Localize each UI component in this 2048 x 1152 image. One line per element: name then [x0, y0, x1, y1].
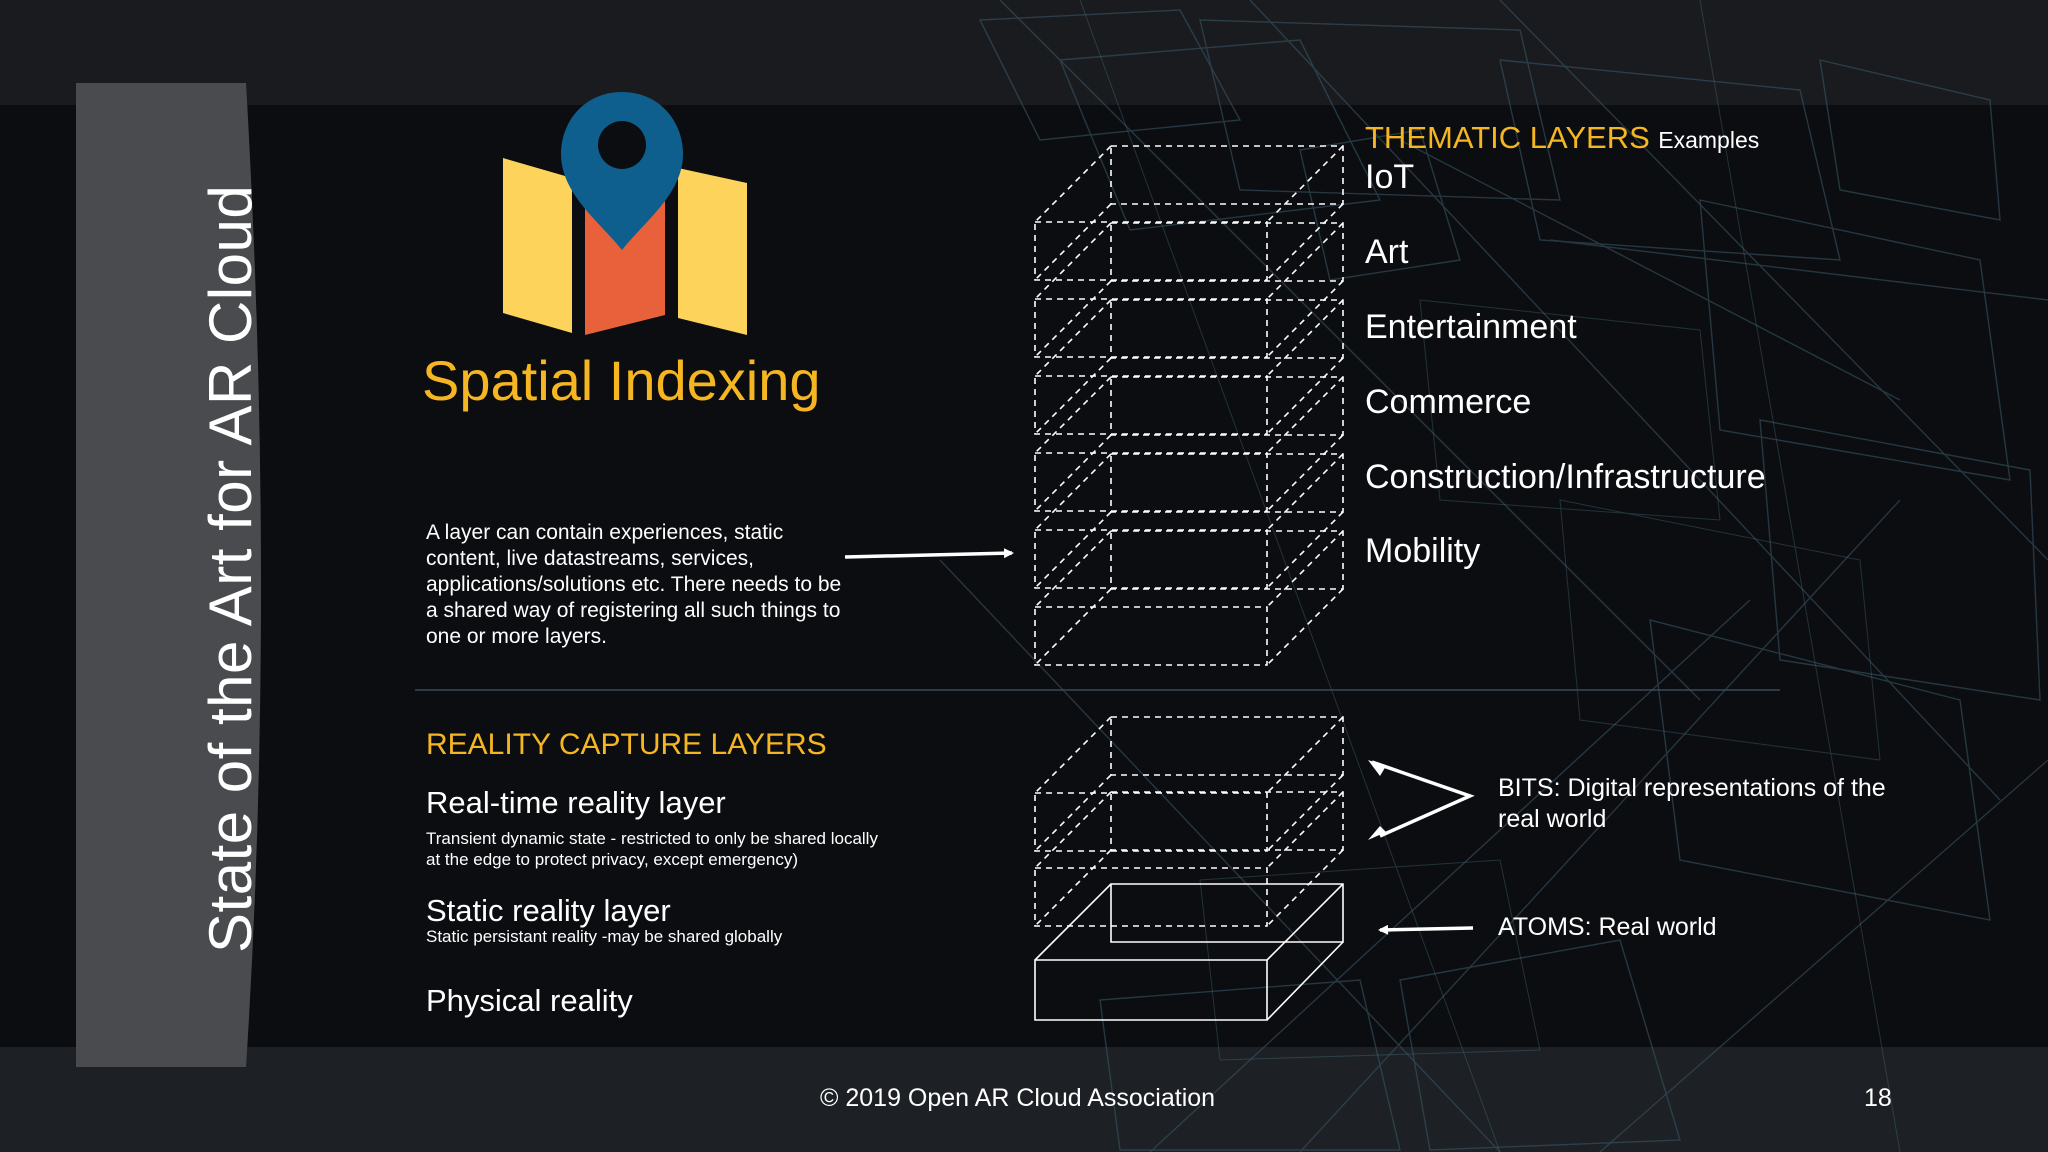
physical-box-icon [1034, 883, 1344, 1021]
realtime-layer-name: Real-time reality layer [426, 785, 726, 820]
thematic-layer-box [1034, 222, 1344, 358]
thematic-layer-box [1034, 453, 1344, 589]
reality-layer-box [1034, 791, 1344, 927]
thematic-layer-box [1034, 530, 1344, 666]
theme-item: Mobility [1365, 532, 1481, 570]
thematic-layer-box [1034, 145, 1344, 281]
physical-layer-name: Physical reality [426, 983, 633, 1018]
thematic-layer-box [1034, 299, 1344, 435]
theme-item: Entertainment [1365, 308, 1577, 346]
content-band [0, 105, 2048, 1047]
footer-copyright: © 2019 Open AR Cloud Association [820, 1084, 1216, 1112]
reality-capture-title: REALITY CAPTURE LAYERS [426, 728, 827, 761]
spatial-indexing-title: Spatial Indexing [422, 349, 821, 412]
thematic-layer-box [1034, 376, 1344, 512]
static-layer-note: Static persistant reality -may be shared… [426, 927, 783, 946]
layer-description: A layer can contain experiences, static … [426, 521, 842, 648]
bits-label: BITS: Digital representations of the rea… [1498, 774, 1886, 833]
thematic-subtitle: Examples [1658, 127, 1760, 153]
static-layer-name: Static reality layer [426, 893, 671, 928]
arrow-left-icon [1378, 924, 1474, 935]
page-number: 18 [1864, 1084, 1892, 1112]
theme-item: IoT [1365, 158, 1415, 196]
realtime-layer-note: Transient dynamic state - restricted to … [426, 829, 878, 869]
bits-bracket-icon [1371, 760, 1475, 838]
arrow-right-icon [844, 548, 1014, 559]
thematic-header: THEMATIC LAYERS Examples [1365, 120, 1759, 156]
theme-item: Construction/Infrastructure [1365, 458, 1766, 496]
theme-item: Art [1365, 233, 1409, 271]
atoms-label: ATOMS: Real world [1498, 913, 1717, 941]
thematic-title: THEMATIC LAYERS [1365, 120, 1650, 155]
reality-layer-box [1034, 716, 1344, 852]
footer-band [0, 1047, 2048, 1152]
theme-item: Commerce [1365, 383, 1532, 421]
